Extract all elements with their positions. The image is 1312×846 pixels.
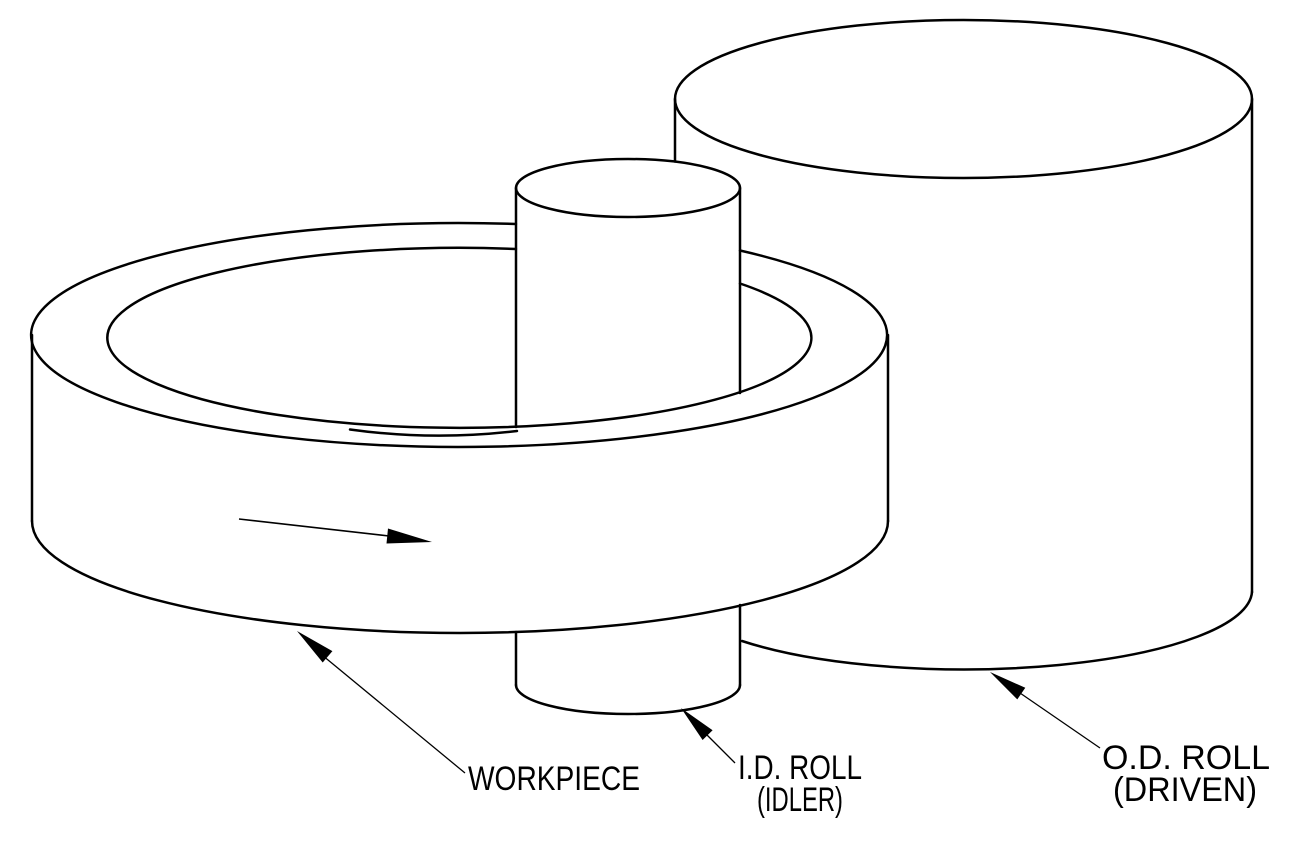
ring-inner-top-rim xyxy=(106,246,813,430)
od-roll-sublabel: (DRIVEN) xyxy=(1113,771,1257,809)
od-roll-leader-arrowhead-icon xyxy=(990,672,1026,700)
ring-outer-top-rim xyxy=(29,221,889,449)
workpiece-leader-arrowhead-icon xyxy=(297,631,333,663)
id-roll-leader xyxy=(681,708,736,764)
od-roll-cylinder xyxy=(673,18,1254,671)
ring-inner-bottom-lip xyxy=(348,428,519,437)
od-roll-label: O.D. ROLL xyxy=(1102,739,1270,777)
workpiece-leader xyxy=(297,631,466,774)
rotation-arrowhead-icon xyxy=(386,528,432,544)
id-roll-label: I.D. ROLL xyxy=(738,749,862,787)
id-roll-leader-line xyxy=(705,733,736,764)
rotation-arrow-shaft xyxy=(238,518,390,537)
ring-bottom-edge xyxy=(30,519,890,635)
od-roll-bottom-edge xyxy=(740,590,1254,671)
workpiece-label: WORKPIECE xyxy=(468,760,640,798)
od-roll-top-face xyxy=(673,18,1254,180)
workpiece-ring xyxy=(29,221,890,635)
workpiece-leader-line xyxy=(321,654,466,774)
id-roll-sublabel: (IDLER) xyxy=(757,781,843,819)
id-roll-cylinder xyxy=(514,157,742,716)
id-roll-bottom-edge xyxy=(514,683,742,716)
od-roll-leader xyxy=(990,672,1101,749)
od-roll-leader-line xyxy=(1019,692,1101,749)
rotation-arrow xyxy=(238,518,432,544)
id-roll-leader-arrowhead-icon xyxy=(681,708,713,740)
id-roll-top-face xyxy=(514,157,742,219)
